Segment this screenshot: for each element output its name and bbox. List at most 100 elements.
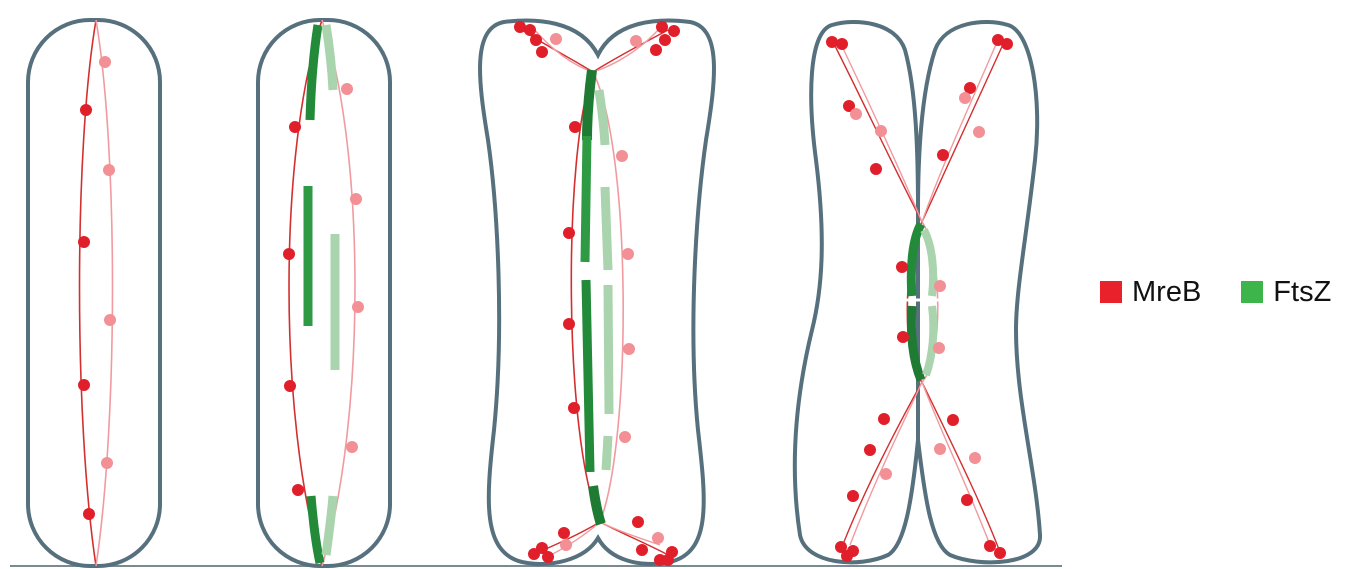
cell-outline <box>795 22 1040 562</box>
ftsz-filaments <box>308 25 335 563</box>
mreb-dot-faint <box>550 33 562 45</box>
mreb-dot <box>542 551 554 563</box>
mreb-dot <box>636 544 648 556</box>
ftsz-swatch <box>1241 281 1263 303</box>
mreb-dot-faint <box>346 441 358 453</box>
mreb-dot <box>292 484 304 496</box>
mreb-filament <box>850 382 922 545</box>
ftsz-filament <box>310 25 318 120</box>
mreb-dot <box>847 490 859 502</box>
ftsz-filaments <box>904 224 940 380</box>
mreb-dot-faint <box>350 193 362 205</box>
mreb-dot <box>937 149 949 161</box>
mreb-dot-faint <box>341 83 353 95</box>
ftsz-filament <box>311 496 320 563</box>
legend-item-ftsz: FtsZ <box>1241 276 1331 309</box>
mreb-dot-faint <box>875 125 887 137</box>
mreb-dot <box>994 547 1006 559</box>
ftsz-filaments <box>585 70 609 524</box>
mreb-dot <box>536 46 548 58</box>
mreb-dot <box>283 248 295 260</box>
mreb-dot-faint <box>934 443 946 455</box>
mreb-dot-faint <box>560 539 572 551</box>
mreb-dot-faint <box>622 248 634 260</box>
mreb-dot <box>896 261 908 273</box>
cell-panel-late-division <box>795 22 1040 562</box>
mreb-dot-faint <box>630 35 642 47</box>
mreb-dot-faint <box>101 457 113 469</box>
mreb-dot-faint <box>969 452 981 464</box>
mreb-dot-faint <box>623 343 635 355</box>
ftsz-filament <box>593 486 601 524</box>
mreb-filament <box>922 42 997 222</box>
mreb-dot <box>841 550 853 562</box>
mreb-dot <box>78 379 90 391</box>
mreb-dot <box>668 25 680 37</box>
mreb-dot-faint <box>619 431 631 443</box>
cell-panel-constriction <box>480 21 714 566</box>
mreb-dot <box>656 21 668 33</box>
mreb-dot <box>530 34 542 46</box>
mreb-filament <box>96 20 113 566</box>
mreb-dot <box>563 227 575 239</box>
mreb-dot <box>864 444 876 456</box>
mreb-dot <box>659 34 671 46</box>
mreb-dot <box>826 36 838 48</box>
cell-panel-rod <box>28 20 160 566</box>
ftsz-filament <box>326 25 333 90</box>
mreb-dot-faint <box>933 342 945 354</box>
mreb-dot <box>870 163 882 175</box>
mreb-dot <box>878 413 890 425</box>
mreb-dot <box>80 104 92 116</box>
mreb-dot <box>1001 38 1013 50</box>
legend-label-mreb: MreB <box>1132 276 1201 309</box>
mreb-dot-faint <box>104 314 116 326</box>
ftsz-filament <box>326 496 333 555</box>
ftsz-filament <box>608 285 609 414</box>
mreb-filament <box>922 40 1005 222</box>
mreb-dot <box>284 380 296 392</box>
legend-label-ftsz: FtsZ <box>1273 276 1331 309</box>
legend-item-mreb: MreB <box>1100 276 1201 309</box>
mreb-dot <box>78 236 90 248</box>
mreb-dots <box>283 83 364 496</box>
mreb-dot-faint <box>103 164 115 176</box>
mreb-dot-faint <box>352 301 364 313</box>
mreb-dot <box>563 318 575 330</box>
mreb-filament <box>600 522 660 545</box>
mreb-dot-faint <box>616 150 628 162</box>
mreb-dot <box>897 331 909 343</box>
mreb-dot <box>650 44 662 56</box>
ftsz-filament <box>586 280 590 472</box>
mreb-dot <box>836 38 848 50</box>
mreb-dot-faint <box>652 532 664 544</box>
legend: MreB FtsZ <box>1100 272 1331 312</box>
mreb-dot <box>524 24 536 36</box>
mreb-dot <box>984 540 996 552</box>
cell-outline <box>28 20 160 566</box>
mreb-dot <box>569 121 581 133</box>
cell-panel-ftsz-assembly <box>258 20 390 566</box>
ftsz-filament <box>599 90 605 145</box>
mreb-dot-faint <box>934 280 946 292</box>
mreb-dot <box>289 121 301 133</box>
mreb-dot <box>558 527 570 539</box>
mreb-dot-faint <box>850 108 862 120</box>
ftsz-filament <box>926 306 933 375</box>
ftsz-filament <box>606 436 608 470</box>
mreb-dot <box>961 494 973 506</box>
mreb-filament <box>80 20 97 566</box>
mreb-dot-faint <box>99 56 111 68</box>
mreb-dot <box>568 402 580 414</box>
mreb-dot <box>632 516 644 528</box>
cell-outline <box>258 20 390 566</box>
mreb-dot-faint <box>959 92 971 104</box>
ftsz-filament <box>605 187 608 270</box>
mreb-dot <box>83 508 95 520</box>
mreb-swatch <box>1100 281 1122 303</box>
mreb-dot-faint <box>973 126 985 138</box>
mreb-dot <box>662 554 674 566</box>
mreb-dot-faint <box>880 468 892 480</box>
ftsz-filament <box>585 136 587 262</box>
ftsz-filament <box>587 70 592 140</box>
